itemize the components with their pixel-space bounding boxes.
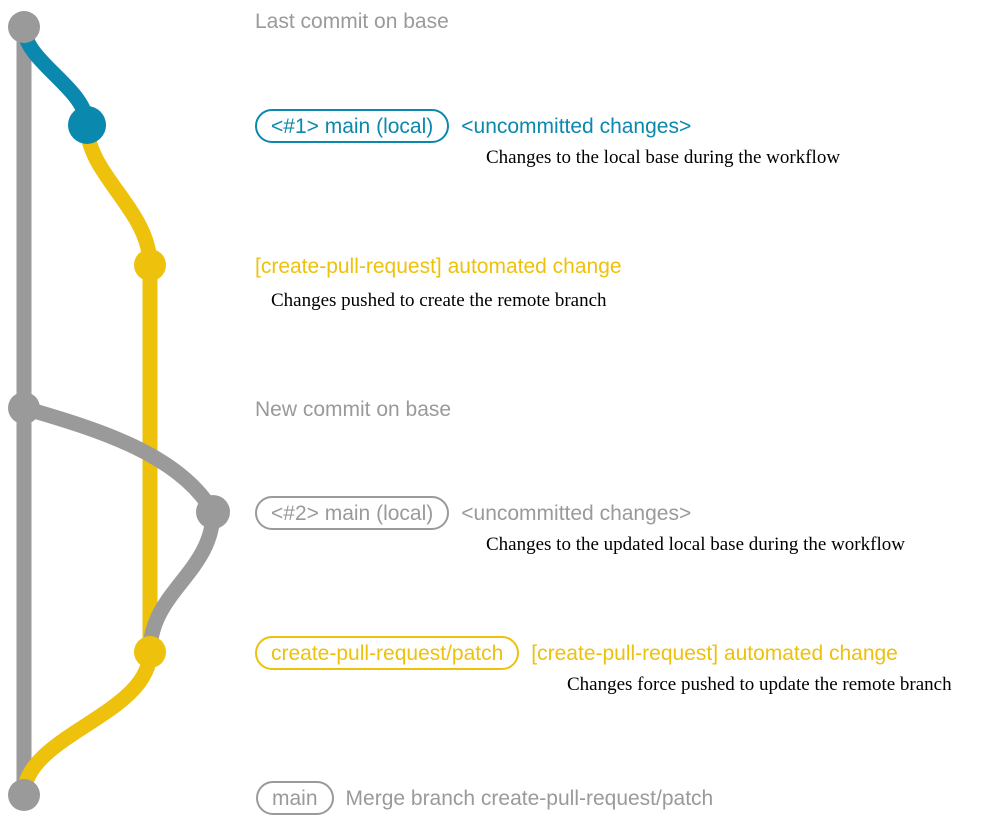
commit-node-new-commit-on-base[interactable] — [8, 392, 40, 424]
ref-pill-main[interactable]: main — [256, 781, 334, 815]
commit-node-automated-change-2[interactable] — [134, 636, 166, 668]
edge-local2-to-branch2 — [142, 504, 221, 660]
commit-row-automated-change-1: [create-pull-request] automated change — [255, 256, 622, 277]
commit-row-automated-change-2: create-pull-request/patch [create-pull-r… — [255, 636, 898, 670]
commit-row-new-commit-on-base: New commit on base — [255, 399, 451, 420]
commit-row-local-2: <#2> main (local) <uncommitted changes> — [255, 496, 691, 530]
commit-row-merge: main Merge branch create-pull-request/pa… — [256, 781, 713, 815]
commit-row-local-1: <#1> main (local) <uncommitted changes> — [255, 109, 691, 143]
commit-subject-automated-change-1: [create-pull-request] automated change — [255, 255, 622, 278]
commit-node-merge[interactable] — [8, 779, 40, 811]
commit-node-last-commit-on-base[interactable] — [8, 11, 40, 43]
ref-pill-create-pull-request-patch[interactable]: create-pull-request/patch — [255, 636, 520, 670]
commit-subject-local-2: <uncommitted changes> — [461, 501, 692, 525]
commit-node-local-1[interactable] — [68, 106, 106, 144]
commit-description-local-2: Changes to the updated local base during… — [486, 534, 905, 555]
edge-base-to-local2 — [16, 400, 221, 520]
commit-description-automated-change-1: Changes pushed to create the remote bran… — [271, 290, 607, 311]
ref-pill-local-2[interactable]: <#2> main (local) — [255, 496, 450, 530]
commit-subject-merge: Merge branch create-pull-request/patch — [345, 786, 714, 810]
ref-pill-local-1[interactable]: <#1> main (local) — [255, 109, 450, 143]
commit-subject-local-1: <uncommitted changes> — [461, 114, 692, 138]
commit-row-last-commit-on-base: Last commit on base — [255, 11, 449, 32]
commit-node-local-2[interactable] — [196, 495, 230, 529]
commit-description-automated-change-2: Changes force pushed to update the remot… — [567, 674, 952, 695]
commit-subject-new-commit-on-base: New commit on base — [255, 398, 452, 421]
commit-node-automated-change-1[interactable] — [134, 249, 166, 281]
commit-subject-last-commit-on-base: Last commit on base — [255, 10, 449, 33]
edge-branch2-to-merge — [16, 644, 158, 803]
commit-subject-automated-change-2: [create-pull-request] automated change — [531, 641, 898, 665]
edge-local1-to-branch1 — [79, 117, 158, 273]
commit-description-local-1: Changes to the local base during the wor… — [486, 147, 841, 168]
